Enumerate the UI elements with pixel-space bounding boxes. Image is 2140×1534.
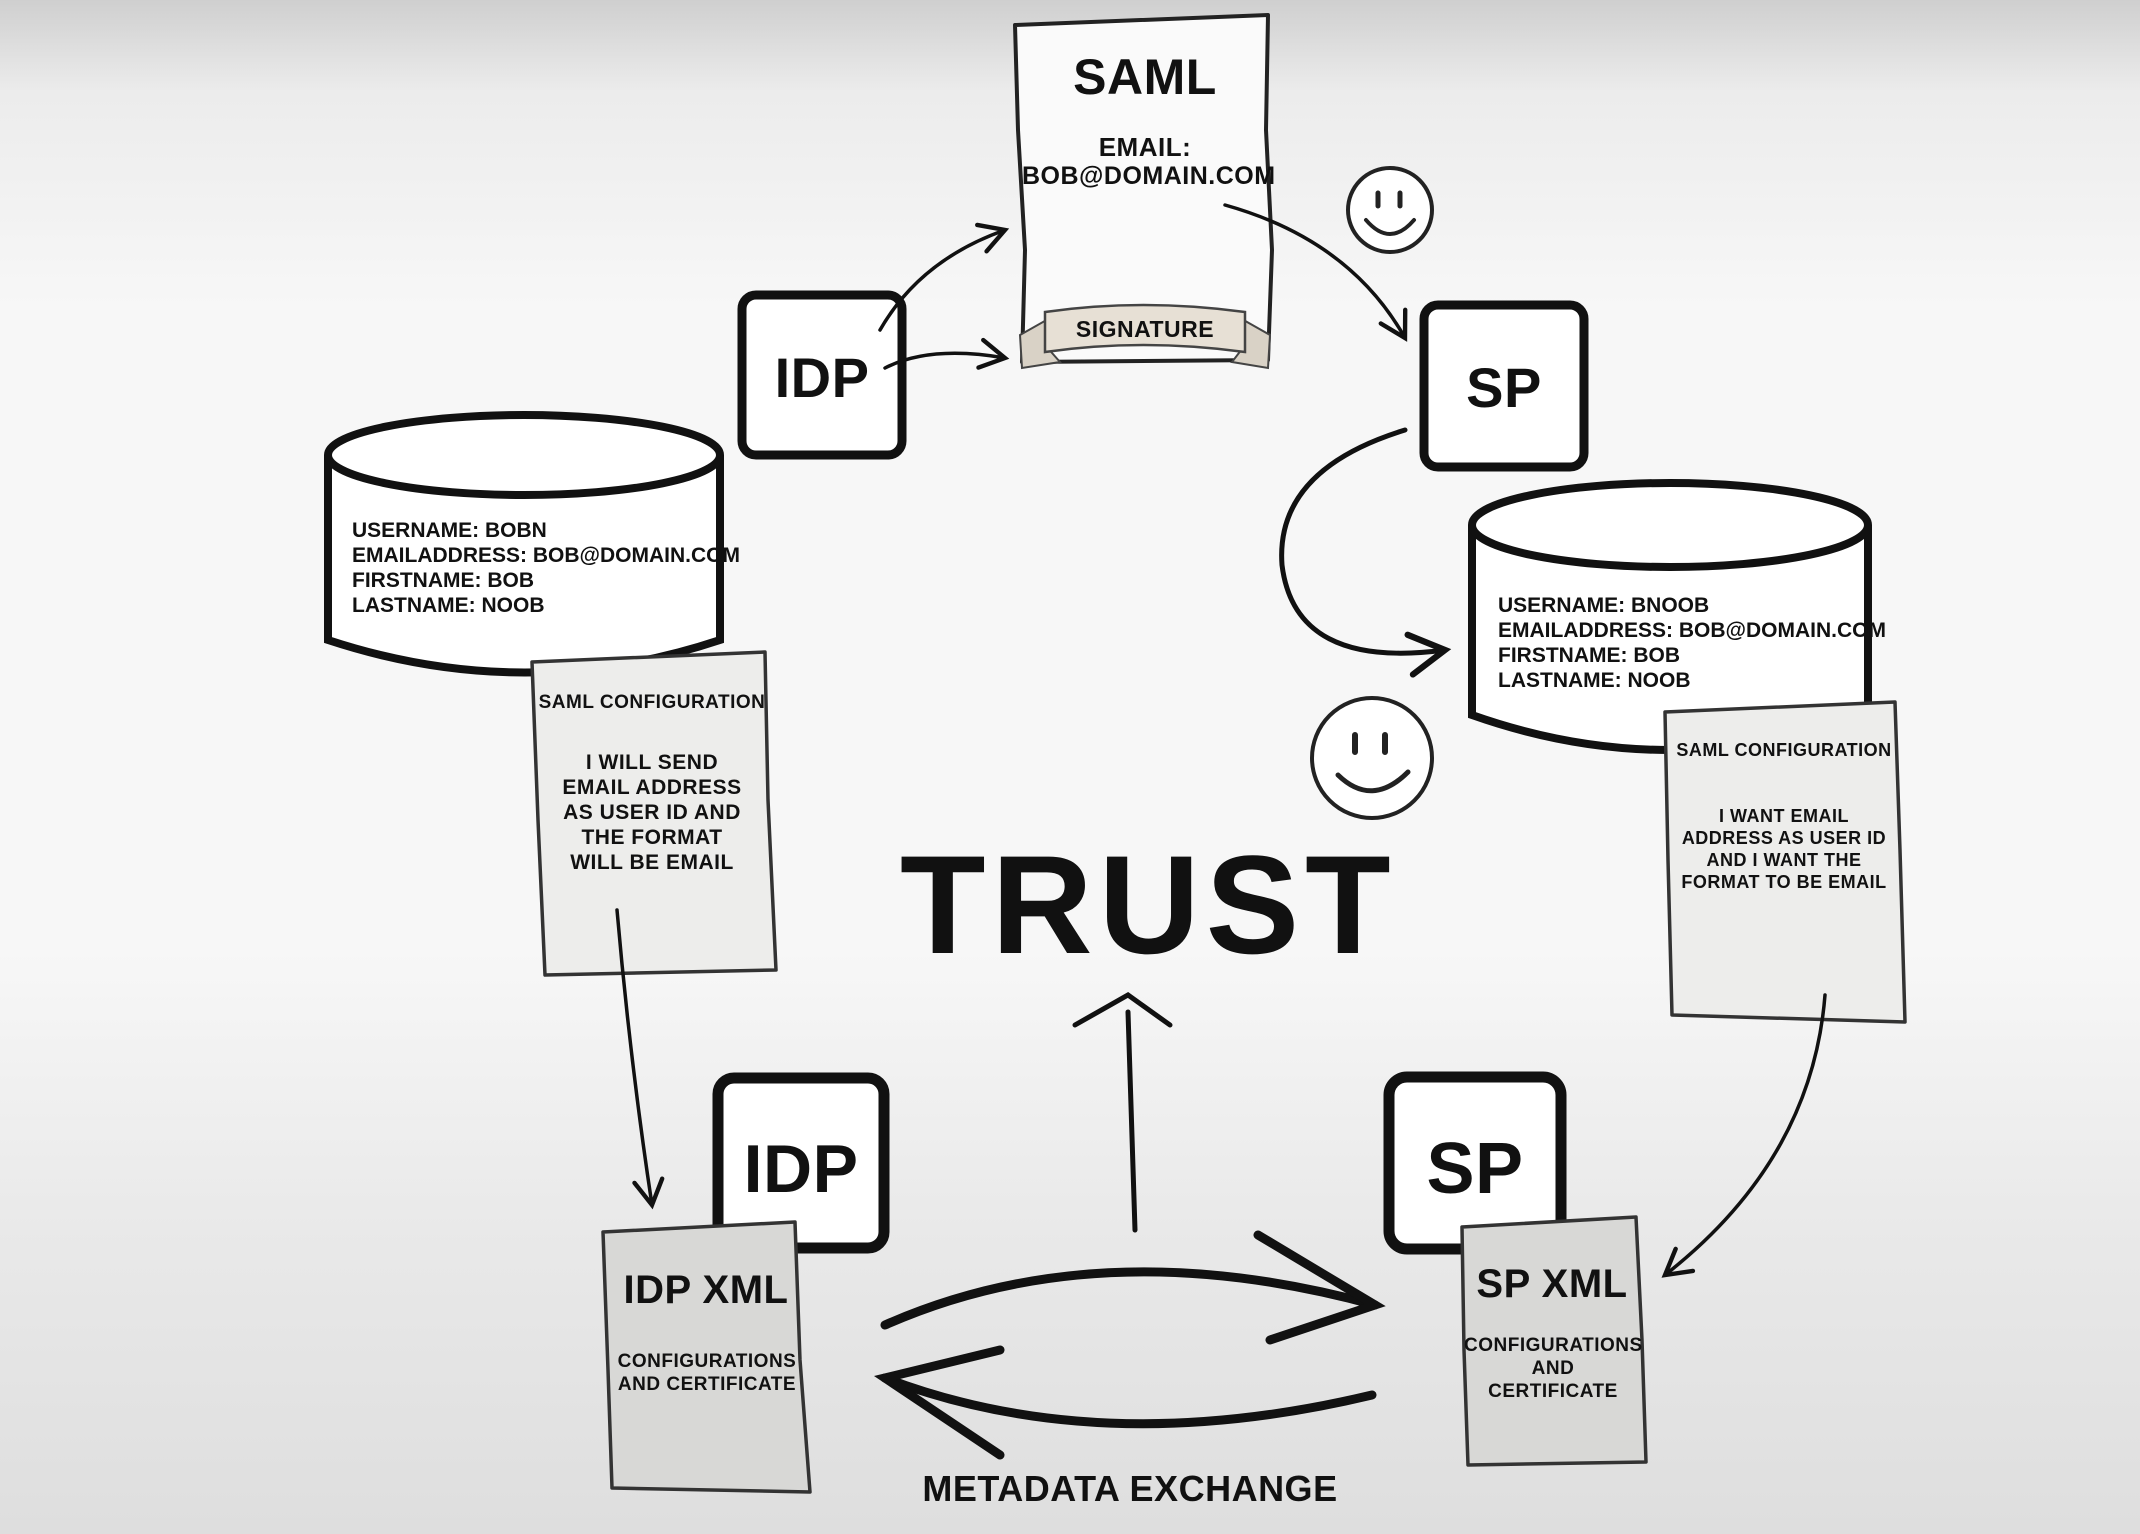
arrow-sp-to-database — [1279, 427, 1452, 678]
sp-config-text: I WANT EMAIL ADDRESS AS USER ID AND I WA… — [1681, 806, 1887, 892]
saml-email-value: BOB@DOMAIN.COM — [1022, 162, 1276, 190]
sp-top-box — [1419, 300, 1589, 472]
sp-database — [1468, 479, 1872, 754]
saml-email-label: EMAIL: — [1098, 132, 1192, 162]
idp-config-paper — [530, 650, 778, 977]
idp-config-title: SAML CONFIGURATION — [538, 692, 766, 713]
sp-db-username: USERNAME: BNOOB — [1498, 594, 1710, 617]
sp-db-firstname: FIRSTNAME: BOB — [1498, 644, 1680, 667]
sp-top-label: SP — [1466, 356, 1542, 419]
idp-bottom-box — [712, 1072, 890, 1254]
exchange-arrow-left — [880, 1373, 1377, 1429]
sp-db-email: EMAILADDRESS: BOB@DOMAIN.COM — [1498, 619, 1886, 642]
idp-db-email: EMAILADDRESS: BOB@DOMAIN.COM — [352, 544, 740, 567]
sp-xml-paper — [1460, 1215, 1648, 1467]
saml-title: SAML — [1073, 49, 1217, 105]
exchange-arrow-right — [880, 1267, 1380, 1330]
idp-db-username: USERNAME: BOBN — [352, 519, 547, 542]
arrow-saml-to-sp — [1223, 203, 1408, 342]
idp-xml-title: IDP XML — [623, 1268, 789, 1312]
smiley-icon — [1310, 696, 1434, 820]
idp-db-lastname: LASTNAME: NOOB — [352, 594, 545, 617]
idp-top-label: IDP — [774, 346, 870, 409]
signature-ribbon — [1018, 303, 1272, 370]
idp-top-box — [737, 290, 907, 460]
exchange-arrow-right-head — [1253, 1230, 1386, 1345]
smiley-icon — [1346, 166, 1434, 254]
arrow-idp-to-signature — [883, 337, 1010, 370]
arrow-idp-to-saml — [878, 222, 1010, 332]
arrow-config-to-sp-xml — [1661, 993, 1827, 1278]
signature-label: SIGNATURE — [1075, 316, 1215, 342]
idp-db-firstname: FIRSTNAME: BOB — [352, 569, 534, 592]
sp-config-paper — [1663, 700, 1907, 1024]
sp-bottom-label: SP — [1426, 1129, 1524, 1209]
idp-config-text: I WILL SEND EMAIL ADDRESS AS USER ID AND… — [562, 751, 742, 874]
sp-db-lastname: LASTNAME: NOOB — [1498, 669, 1691, 692]
idp-xml-paper — [601, 1220, 812, 1494]
sp-config-title: SAML CONFIGURATION — [1676, 740, 1892, 760]
idp-xml-text: CONFIGURATIONS AND CERTIFICATE — [617, 1351, 797, 1395]
arrow-up-to-trust — [1125, 1009, 1138, 1233]
sp-xml-text: CONFIGURATIONS AND CERTIFICATE — [1464, 1335, 1643, 1402]
arrow-up-head — [1072, 992, 1173, 1028]
idp-database — [324, 411, 724, 677]
trust-heading: TRUST — [900, 826, 1397, 983]
metadata-exchange-label: METADATA EXCHANGE — [922, 1468, 1338, 1509]
exchange-arrow-left-head — [873, 1345, 1005, 1460]
idp-bottom-label: IDP — [743, 1131, 859, 1207]
arrow-config-to-idp-xml — [615, 908, 665, 1210]
sp-xml-title: SP XML — [1476, 1262, 1628, 1306]
